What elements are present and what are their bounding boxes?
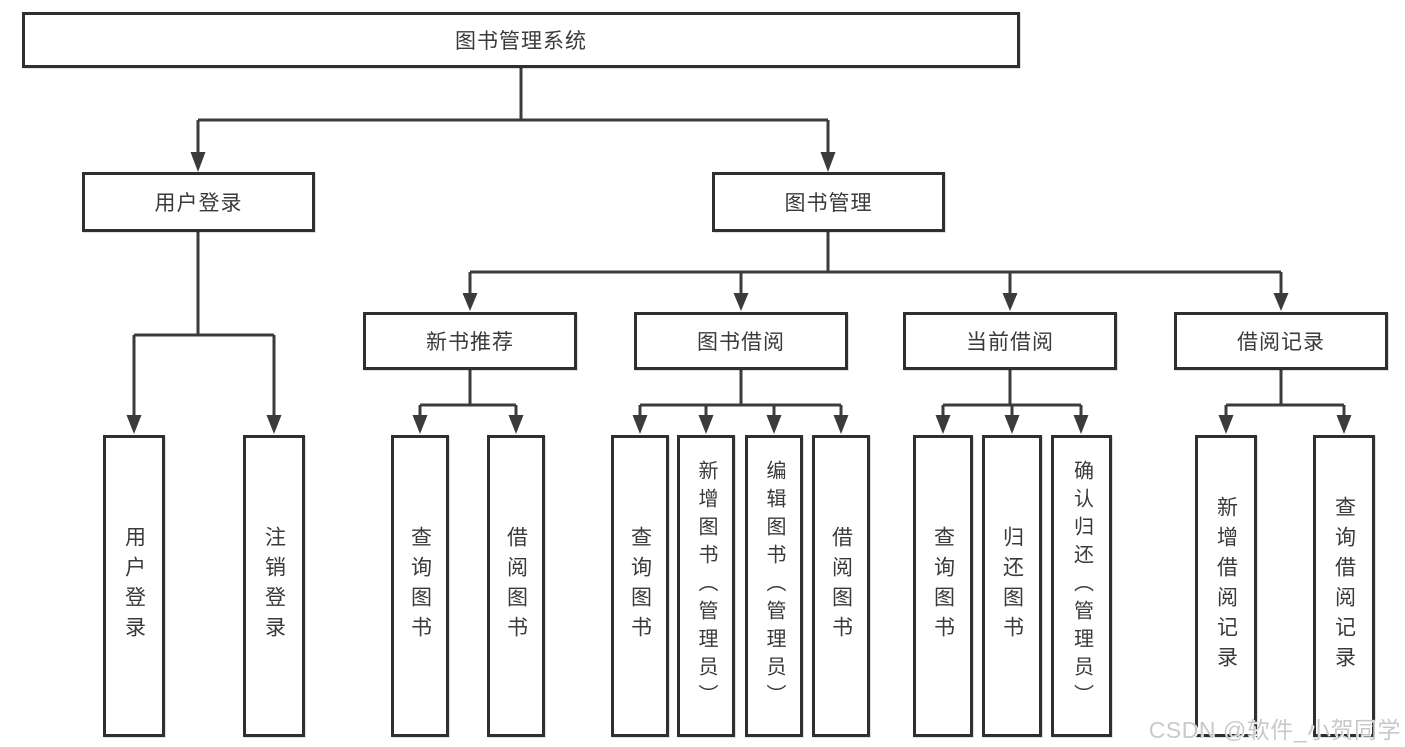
- edge-records-to-leaves: [1224, 370, 1346, 416]
- leaf-return-books: 归还图书: [982, 435, 1042, 737]
- leaf-query-borrow-record: 查询借阅记录: [1313, 435, 1375, 737]
- leaf-return-books-label: 归还图书: [1000, 526, 1024, 646]
- leaf-query-books-recommend-label: 查询图书: [408, 526, 432, 646]
- leaf-logout-label: 注销登录: [262, 526, 286, 646]
- node-book-borrow: 图书借阅: [634, 312, 848, 370]
- leaf-add-book-admin-label: 新增图书（管理员）: [695, 460, 717, 712]
- leaf-query-books-recommend: 查询图书: [391, 435, 449, 737]
- edge-borrow-to-leaves: [638, 370, 843, 416]
- leaf-user-login-label: 用户登录: [122, 526, 146, 646]
- edge-userlogin-to-leaves: [132, 232, 276, 416]
- edge-root-to-level2: [196, 68, 830, 153]
- leaf-logout: 注销登录: [243, 435, 305, 737]
- leaf-edit-book-admin: 编辑图书（管理员）: [745, 435, 803, 737]
- leaf-borrow-books: 借阅图书: [812, 435, 870, 737]
- leaf-add-borrow-record: 新增借阅记录: [1195, 435, 1257, 737]
- edge-newbook-to-leaves: [418, 370, 518, 416]
- node-book-management: 图书管理: [712, 172, 945, 232]
- leaf-borrow-books-recommend-label: 借阅图书: [504, 526, 528, 646]
- edge-mgmt-to-level3: [468, 232, 1283, 294]
- leaf-query-books-current: 查询图书: [913, 435, 973, 737]
- leaf-query-books-current-label: 查询图书: [931, 526, 955, 646]
- leaf-confirm-return-admin: 确认归还（管理员）: [1051, 435, 1112, 737]
- leaf-add-book-admin: 新增图书（管理员）: [677, 435, 735, 737]
- csdn-watermark: CSDN @软件_小贺同学: [1148, 717, 1401, 743]
- node-user-login: 用户登录: [82, 172, 315, 232]
- leaf-query-books-borrow-label: 查询图书: [628, 526, 652, 646]
- leaf-query-borrow-record-label: 查询借阅记录: [1332, 496, 1356, 676]
- node-current-borrow: 当前借阅: [903, 312, 1117, 370]
- leaf-borrow-books-label: 借阅图书: [829, 526, 853, 646]
- leaf-edit-book-admin-label: 编辑图书（管理员）: [763, 460, 785, 712]
- edge-current-to-leaves: [941, 370, 1083, 416]
- leaf-add-borrow-record-label: 新增借阅记录: [1214, 496, 1238, 676]
- leaf-user-login: 用户登录: [103, 435, 165, 737]
- leaf-confirm-return-admin-label: 确认归还（管理员）: [1070, 460, 1093, 712]
- node-borrow-records: 借阅记录: [1174, 312, 1388, 370]
- node-new-book-recommend: 新书推荐: [363, 312, 577, 370]
- leaf-borrow-books-recommend: 借阅图书: [487, 435, 545, 737]
- node-root: 图书管理系统: [22, 12, 1020, 68]
- leaf-query-books-borrow: 查询图书: [611, 435, 669, 737]
